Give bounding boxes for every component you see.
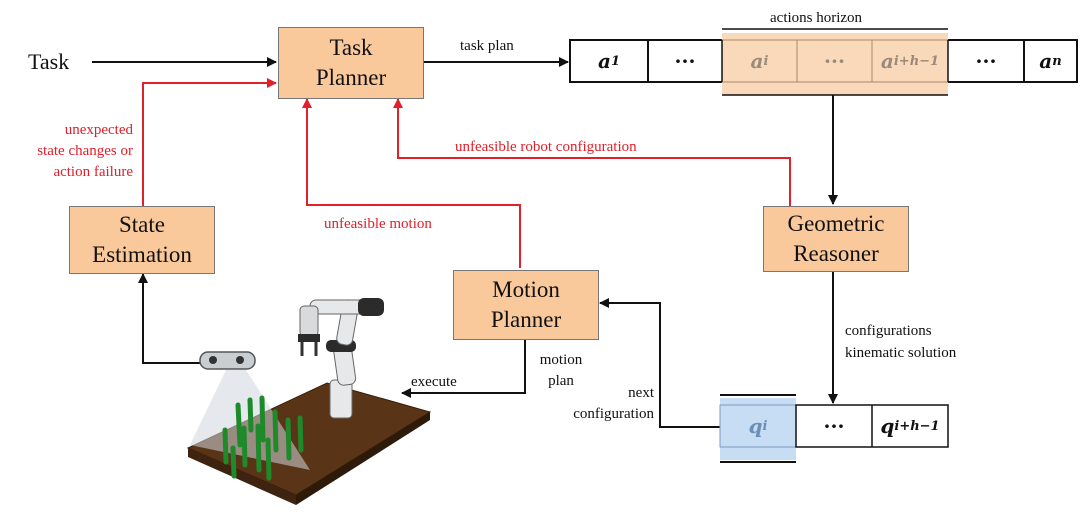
robot-arm-icon bbox=[298, 298, 384, 419]
config-horizon-band bbox=[720, 398, 796, 460]
unexpected-line-2: state changes or bbox=[37, 143, 133, 159]
unfeasible-motion-label: unfeasible motion bbox=[324, 216, 432, 232]
task-planner-label-2: Planner bbox=[315, 65, 387, 90]
robot-scene-illustration bbox=[186, 298, 432, 505]
configurations-line-1: configurations bbox=[845, 323, 932, 339]
actions-horizon-band bbox=[722, 33, 948, 95]
motion-plan-line-2: plan bbox=[548, 373, 574, 389]
state-estimation-label-2: Estimation bbox=[92, 242, 192, 267]
configurations-line-2: kinematic solution bbox=[845, 345, 957, 361]
action-cell-dots-3: ··· bbox=[975, 49, 997, 73]
unexpected-changes-label: unexpected state changes or action failu… bbox=[0, 120, 133, 183]
edge-state-to-planner bbox=[142, 78, 277, 206]
edge-config-to-motion bbox=[599, 298, 720, 428]
motion-planner-label-1: Motion bbox=[492, 277, 560, 302]
task-label: Task bbox=[28, 49, 70, 74]
next-configuration-label: next configuration bbox=[540, 383, 654, 425]
geometric-reasoner-label-1: Geometric bbox=[787, 211, 885, 236]
camera-icon bbox=[199, 351, 256, 370]
motion-planner-label-2: Planner bbox=[490, 307, 562, 332]
edge-motion-execute bbox=[401, 340, 526, 398]
geometric-reasoner-label-2: Reasoner bbox=[793, 241, 879, 266]
task-plan-label: task plan bbox=[460, 38, 514, 54]
next-config-line-1: next bbox=[628, 385, 654, 401]
state-estimation-label-1: State bbox=[118, 212, 165, 237]
unexpected-line-3: action failure bbox=[53, 164, 133, 180]
motion-plan-label: motion plan bbox=[531, 350, 591, 392]
configurations-label: configurations kinematic solution bbox=[845, 320, 956, 364]
unfeasible-config-label: unfeasible robot configuration bbox=[455, 139, 637, 155]
edge-sensor-to-state bbox=[138, 273, 200, 364]
action-cell-dots-2: ··· bbox=[824, 49, 845, 73]
next-config-line-2: configuration bbox=[573, 406, 654, 422]
edge-motion-feedback bbox=[302, 98, 521, 268]
unexpected-line-1: unexpected bbox=[64, 122, 133, 138]
task-planner-label-1: Task bbox=[329, 35, 373, 60]
config-cell-dots: ··· bbox=[823, 414, 845, 438]
action-cell-dots-1: ··· bbox=[674, 49, 696, 73]
edge-reasoner-feedback bbox=[393, 98, 791, 207]
motion-plan-line-1: motion bbox=[539, 352, 583, 368]
actions-horizon-label: actions horizon bbox=[770, 10, 863, 26]
execute-label: execute bbox=[411, 374, 457, 390]
